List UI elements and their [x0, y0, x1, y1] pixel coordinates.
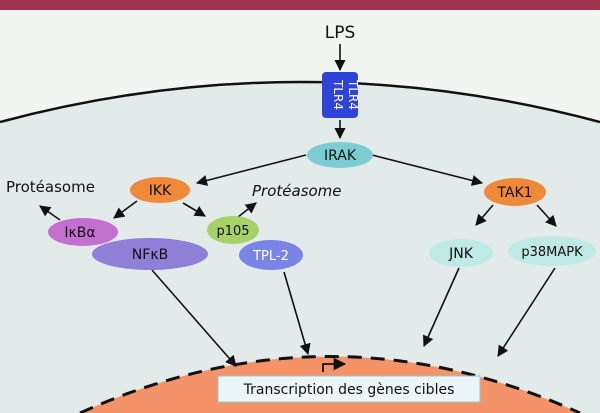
top-band: [0, 0, 600, 10]
arrow-irak-to-tak1: [371, 154, 484, 186]
irak-label: IRAK: [324, 148, 357, 164]
arrow-tpl2-to-nucleus: [283, 271, 311, 356]
irak-node: [307, 142, 373, 168]
tpl2-node: [239, 240, 303, 270]
p105-label: p105: [216, 224, 249, 239]
ikba-node: [48, 218, 118, 246]
arrow-ikk-to-ikba: [113, 200, 138, 219]
arrow-ikk-to-p105: [182, 202, 206, 217]
ikk-label: IKK: [149, 183, 172, 199]
p105-node: [207, 216, 259, 244]
arrow-tak1-to-jnk: [475, 204, 494, 226]
arrow-tak1-to-p38: [536, 204, 557, 227]
proteasome-left-label: Protéasome: [6, 178, 95, 196]
jnk-node: [429, 239, 493, 267]
nuclear-envelope: [79, 355, 581, 413]
tak1-label: TAK1: [496, 185, 532, 201]
proteasome-mid-label: Protéasome: [252, 182, 342, 200]
arrow-p105-to-proteasome: [237, 202, 257, 218]
tlr4-label-left: TLR4: [331, 79, 345, 110]
tlr4-label-right: TLR4: [346, 79, 360, 110]
nfkb-node: [92, 238, 208, 270]
ikk-node: [130, 177, 190, 203]
tak1-node: [484, 178, 546, 206]
p38mapk-label: p38MAPK: [521, 245, 583, 260]
ikba-label: IκBα: [64, 225, 95, 241]
cell-membrane: [0, 80, 600, 124]
nfkb-label: NFκB: [132, 247, 168, 263]
arrow-jnk-to-nucleus: [423, 267, 460, 348]
arrow-nfkb-to-nucleus: [151, 269, 237, 367]
cytoplasm-region: [0, 82, 600, 413]
arrow-irak-to-ikk: [195, 154, 307, 186]
p38mapk-node: [508, 236, 596, 266]
transcription-start-arrow: [322, 357, 347, 372]
arrow-ikba-to-proteasome: [39, 205, 61, 221]
arrow-p38-to-nucleus: [497, 267, 556, 357]
pathway-arrows: [39, 44, 557, 367]
lps-label: LPS: [325, 23, 356, 43]
tlr4-receptor: [322, 72, 358, 118]
transcription-label: Transcription des gènes cibles: [243, 382, 455, 398]
tpl2-label: TPL-2: [252, 249, 289, 264]
transcription-box: [217, 375, 481, 403]
jnk-label: JNK: [448, 246, 474, 262]
